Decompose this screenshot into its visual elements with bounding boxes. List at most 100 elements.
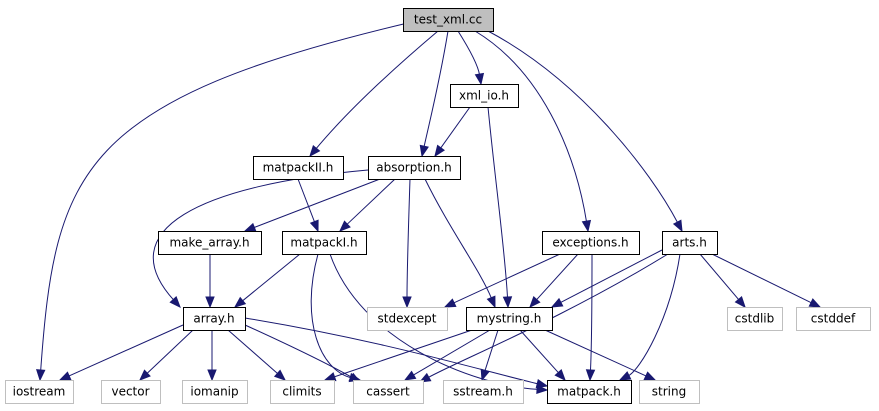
edge-line [146,329,194,375]
edge-arrowhead [535,378,549,389]
edge-arrowhead [339,220,351,232]
node-box [367,307,448,331]
edge-xml-io-h-to-absorption-h [434,106,471,158]
edge-arrowhead [35,369,46,382]
node-label: matpack.h [557,385,621,399]
node-label: cstdlib [735,312,774,326]
edge-exceptions-h-to-mystring-h [529,253,579,308]
node-box [5,380,74,404]
edge-line [244,317,539,385]
node-exceptions-h[interactable]: exceptions.h [542,231,640,255]
edge-arrowhead [139,369,151,381]
edge-line [315,30,439,150]
edge-arrowhead [309,144,321,158]
node-array-h[interactable]: array.h [183,307,246,331]
edge-line [68,324,184,377]
edge-arrowhead [434,144,445,158]
node-label: xml_io.h [459,89,509,103]
edge-arrowhead [418,372,432,383]
dependency-nodes: test_xml.cc xml_io.h matpackII.h absorption… [5,8,871,404]
edge-array-h-to-iostream [58,324,184,381]
edge-mystring-h-to-sstream-h [480,329,499,382]
edge-line [589,253,593,372]
edge-mystring-h-to-cassert [403,329,491,381]
node-label: make_array.h [169,236,249,250]
edge-arrowhead [486,295,496,309]
node-test-xml-cc[interactable]: test_xml.cc [403,8,494,32]
node-box [253,156,344,180]
edge-test-xml-cc-to-arts-h [487,30,683,233]
edge-arrowhead [243,222,257,232]
node-box [353,380,424,404]
edge-line [412,329,491,376]
node-label: cassert [366,385,410,399]
node-matpackII-h[interactable]: matpackII.h [253,156,344,180]
edge-test-xml-cc-to-iostream [35,21,413,382]
edge-arrowhead [58,371,72,381]
edge-line [487,106,509,299]
edge-array-h-to-vector [139,329,194,381]
edge-line [484,329,499,372]
edge-line [627,253,681,377]
edge-make-array-h-to-array-h [205,254,215,309]
edge-arrowhead [585,369,596,382]
node-matpackI-h[interactable]: matpackI.h [282,231,367,255]
edge-array-h-to-climits [227,329,287,381]
edge-arrowhead [273,369,287,381]
edge-line [241,253,301,302]
edge-line [535,253,579,301]
node-box [727,307,783,331]
edge-line [333,329,473,378]
node-label: arts.h [672,236,707,250]
node-arts-h[interactable]: arts.h [662,231,718,255]
edge-mystring-h-to-string [544,329,657,381]
node-box [796,307,871,331]
node-box [158,231,262,255]
node-stdexcept: stdexcept [367,307,448,331]
edge-test-xml-cc-to-matpackII-h [309,30,439,158]
node-make-array-h[interactable]: make_array.h [158,231,262,255]
edge-array-h-to-iomanip [207,330,217,382]
node-xml-io-h[interactable]: xml_io.h [450,84,519,108]
edge-arrowhead [403,370,417,381]
node-label: test_xml.cc [414,13,482,27]
edge-line [711,253,813,304]
node-label: string [652,385,686,399]
edge-line [297,178,316,223]
node-label: exceptions.h [552,236,628,250]
edge-arrowhead [550,297,564,308]
edge-arts-h-to-matpack-h [618,253,681,381]
node-label: climits [282,385,321,399]
edge-line [346,178,396,226]
node-cassert: cassert [353,380,424,404]
node-vector: vector [101,380,161,404]
edge-arts-h-to-cassert [418,253,669,383]
node-cstdlib: cstdlib [727,307,783,331]
edge-arrowhead [734,295,746,309]
edge-line [457,30,481,76]
edge-arrowhead [474,72,485,86]
edge-line [424,178,493,299]
node-box [270,380,335,404]
edge-matpackII-h-to-matpackI-h [297,178,319,233]
edge-line [423,30,449,148]
edge-line [699,253,740,301]
node-mystring-h[interactable]: mystring.h [466,307,553,331]
node-label: matpackI.h [290,236,357,250]
node-box [450,84,519,108]
edge-arrowhead [643,371,657,381]
edge-arrowhead [323,372,337,382]
node-label: sstream.h [453,385,513,399]
edge-arrowhead [207,369,217,382]
node-matpack-h[interactable]: matpack.h [547,380,632,404]
edge-arrowhead [309,219,319,233]
node-absorption-h[interactable]: absorption.h [368,156,461,180]
edge-absorption-h-to-mystring-h [424,178,496,309]
edge-arrowhead [554,369,566,382]
edge-arrowhead [808,298,822,308]
edge-arrowhead [581,219,592,233]
node-label: cstddef [811,312,856,326]
edge-exceptions-h-to-matpack-h [585,253,596,382]
node-box [368,156,461,180]
edge-line [544,329,648,377]
